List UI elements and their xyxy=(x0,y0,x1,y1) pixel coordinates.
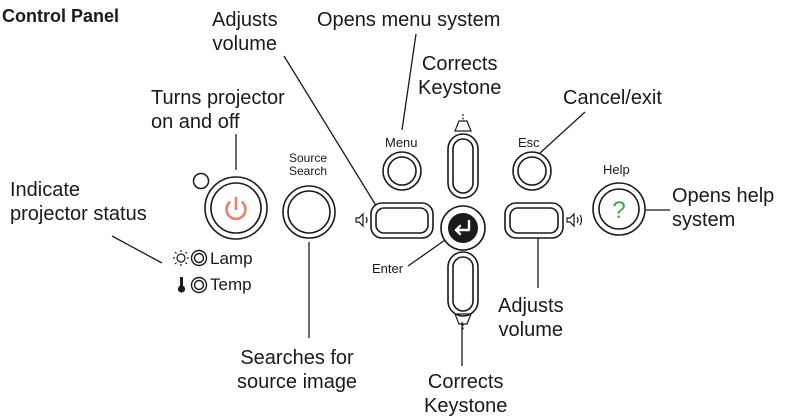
keystone-up-icon xyxy=(454,114,472,132)
callout-keystone-top: Corrects Keystone xyxy=(418,53,502,99)
keystone-up-button[interactable] xyxy=(447,133,479,199)
esc-label: Esc xyxy=(518,135,540,150)
thermometer-icon xyxy=(177,277,186,293)
leader-enter xyxy=(407,237,449,267)
volume-down-button[interactable] xyxy=(370,202,434,239)
speaker-loud-icon xyxy=(566,212,583,228)
source-search-label: Source Search xyxy=(289,151,328,178)
question-mark-icon: ? xyxy=(612,197,625,224)
callout-adjusts-volume-top: Adjusts volume xyxy=(212,9,278,55)
enter-arrow-icon xyxy=(454,219,471,236)
callout-opens-help: Opens help system xyxy=(672,185,775,231)
enter-button[interactable] xyxy=(440,205,486,251)
callout-opens-menu: Opens menu system xyxy=(317,9,501,31)
speaker-quiet-icon xyxy=(355,212,368,228)
status-indicator-light xyxy=(192,172,210,190)
power-button[interactable] xyxy=(192,172,268,240)
callout-adjusts-volume-bottom: Adjusts volume xyxy=(498,295,564,341)
temp-indicator xyxy=(177,276,208,294)
leader-adjusts-volume-top xyxy=(283,55,381,213)
callout-indicate-status: Indicate projector status xyxy=(10,179,147,225)
lamp-label: Lamp xyxy=(210,249,253,268)
enter-label: Enter xyxy=(372,261,404,276)
keystone-down-button[interactable] xyxy=(447,251,479,317)
temp-label: Temp xyxy=(210,275,252,294)
esc-button[interactable] xyxy=(512,151,552,191)
callout-turns-on-off: Turns projector on and off xyxy=(151,87,285,133)
help-label: Help xyxy=(603,162,630,177)
leader-opens-menu xyxy=(401,33,417,131)
panel-title: Control Panel xyxy=(2,6,120,26)
leader-indicate-status xyxy=(111,235,163,264)
keystone-down-icon xyxy=(454,313,472,331)
callout-cancel-exit: Cancel/exit xyxy=(563,87,662,109)
lamp-indicator xyxy=(173,249,208,267)
menu-button[interactable] xyxy=(382,151,422,191)
volume-up-button[interactable] xyxy=(504,202,564,239)
source-search-button[interactable] xyxy=(282,185,336,239)
help-button[interactable] xyxy=(592,182,646,236)
callout-searches-source: Searches for source image xyxy=(237,347,358,393)
power-icon xyxy=(225,196,247,221)
leader-cancel-exit xyxy=(539,111,586,154)
menu-label: Menu xyxy=(385,135,418,150)
callout-keystone-bottom: Corrects Keystone xyxy=(424,371,508,417)
sun-icon xyxy=(173,250,189,266)
